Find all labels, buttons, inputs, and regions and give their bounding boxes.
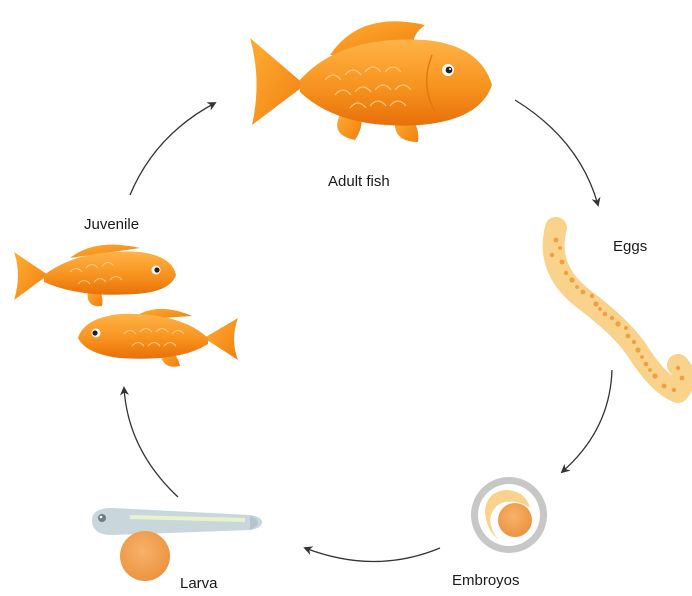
label-larva: Larva [180, 575, 218, 592]
arrow-larva-to-juvenile [124, 388, 178, 497]
juvenile-fish-upper-icon [14, 245, 176, 307]
arrow-embryos-to-larva [305, 548, 440, 562]
label-adult-fish: Adult fish [328, 173, 390, 190]
juvenile-fish-lower-icon [78, 309, 238, 367]
larva-icon [92, 508, 262, 581]
arrow-adult-to-eggs [515, 100, 598, 205]
label-embryos: Embroyos [452, 572, 520, 589]
embryo-icon [471, 477, 547, 553]
arrow-eggs-to-embryos [562, 370, 612, 472]
label-eggs: Eggs [613, 238, 647, 255]
adult-fish-icon [250, 21, 492, 142]
label-juvenile: Juvenile [84, 216, 139, 233]
arrow-juvenile-to-adult [130, 103, 215, 195]
